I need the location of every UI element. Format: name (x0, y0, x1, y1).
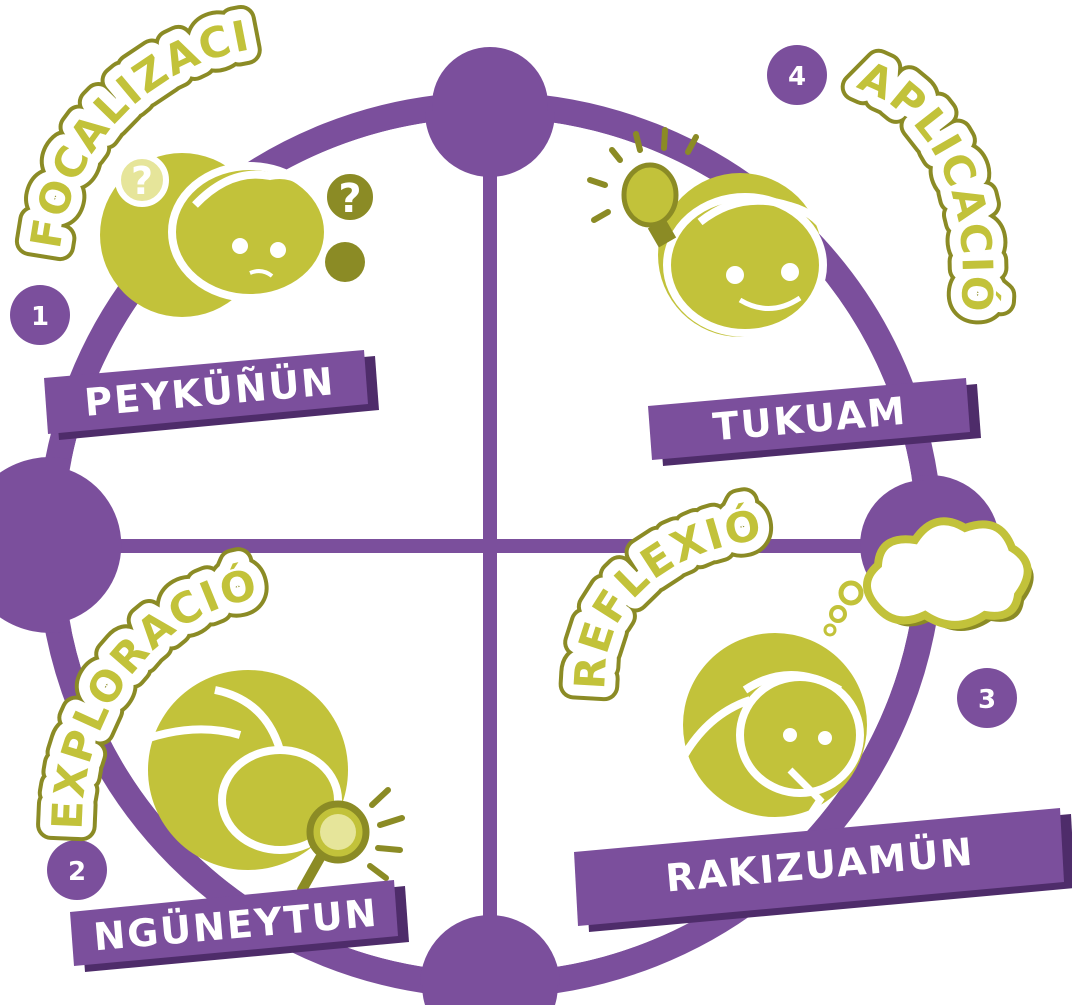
stage-4-number: 4 (788, 62, 806, 92)
stage-4-number-badge: 4 (767, 45, 827, 105)
divider-vertical (483, 160, 497, 975)
svg-text:?: ? (338, 176, 361, 222)
stage-1-number: 1 (31, 302, 49, 332)
stage-3-number-badge: 3 (957, 668, 1017, 728)
stage-1: ? ? PEYKÜÑÜN 1 FOCALIZACIÓN FOCALIZACIÓN… (0, 0, 379, 440)
svg-text:?: ? (131, 159, 153, 203)
stage-2-number-badge: 2 (47, 840, 107, 900)
stage-2-number: 2 (68, 857, 86, 887)
stage-1-number-badge: 1 (10, 285, 70, 345)
stage-3-number: 3 (978, 685, 996, 715)
